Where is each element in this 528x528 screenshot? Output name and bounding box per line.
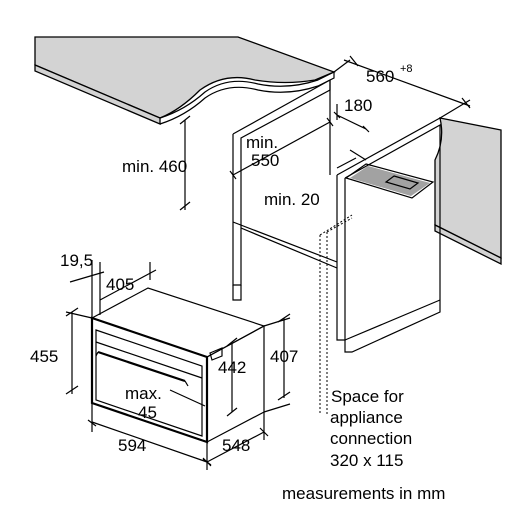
label-180: 180	[344, 96, 372, 115]
label-min-460: min. 460	[122, 157, 187, 176]
note-space-line3: connection	[330, 429, 412, 448]
note-space-line1: Space for	[331, 387, 404, 406]
note-measurements: measurements in mm	[282, 484, 445, 503]
cabinet-structure	[232, 79, 441, 353]
label-19-5: 19,5	[60, 251, 93, 270]
connection-space-outline	[319, 214, 353, 415]
label-548: 548	[222, 436, 250, 455]
label-560: 560	[366, 67, 394, 86]
label-max-45-line1: max.	[125, 384, 162, 403]
niche-dimensions	[179, 55, 471, 211]
oven-dimensions	[65, 260, 291, 470]
label-min-550-line2: 550	[251, 151, 279, 170]
label-442: 442	[218, 358, 246, 377]
label-455: 455	[30, 347, 58, 366]
label-min-20: min. 20	[264, 190, 320, 209]
label-594: 594	[118, 436, 146, 455]
label-407: 407	[270, 347, 298, 366]
note-space-line4: 320 x 115	[330, 451, 403, 470]
label-405: 405	[106, 275, 134, 294]
note-space-line2: appliance	[330, 408, 403, 427]
countertop-left	[34, 36, 336, 125]
connection-box	[344, 163, 435, 199]
label-min-550-line1: min.	[246, 133, 278, 152]
countertop-right	[434, 117, 502, 266]
label-560-tolerance: +8	[400, 63, 413, 75]
label-max-45-line2: 45	[138, 403, 157, 422]
